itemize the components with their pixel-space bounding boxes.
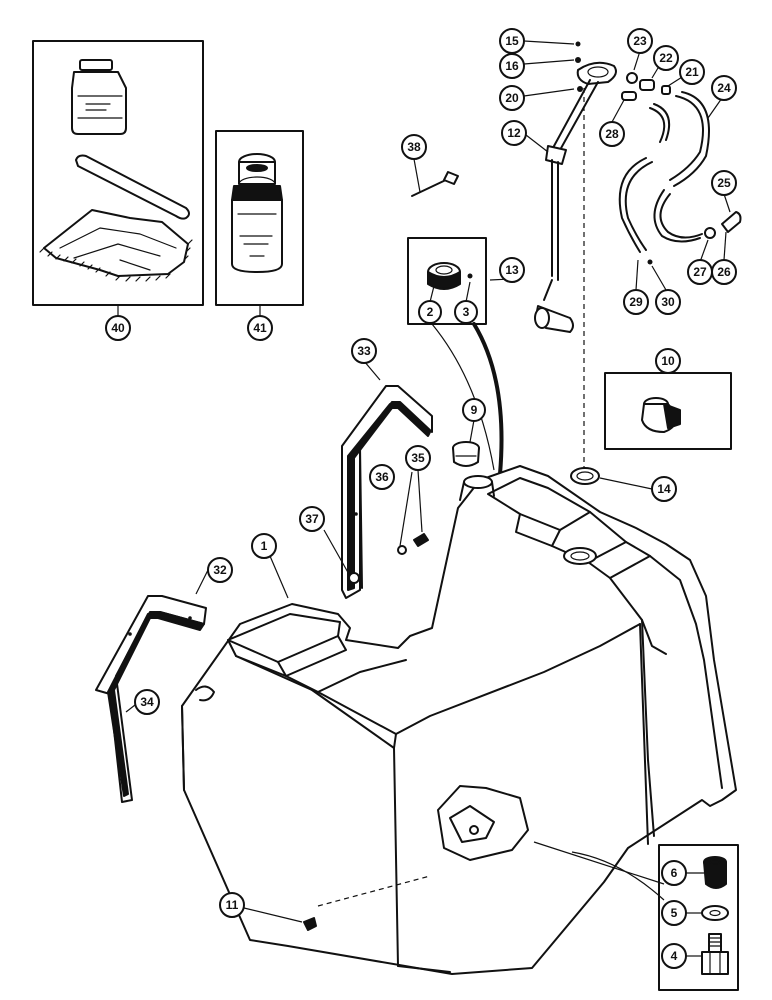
- svg-text:3: 3: [463, 305, 470, 319]
- callout-2: 2: [418, 300, 442, 324]
- svg-text:33: 33: [357, 344, 371, 358]
- cloth-drawing: [39, 209, 193, 282]
- callout-25: 25: [711, 170, 737, 196]
- svg-text:10: 10: [661, 354, 675, 368]
- sender-gasket-ring: [570, 467, 600, 485]
- callout-12: 12: [501, 120, 527, 146]
- svg-text:12: 12: [507, 126, 521, 140]
- svg-text:24: 24: [717, 81, 731, 95]
- svg-text:26: 26: [717, 265, 731, 279]
- svg-text:41: 41: [253, 321, 267, 335]
- drain-plug-6-drawing: [703, 856, 727, 889]
- svg-text:15: 15: [505, 34, 519, 48]
- callout-36: 36: [369, 464, 395, 490]
- callout-20: 20: [499, 85, 525, 111]
- jar-drawing: [231, 153, 283, 273]
- clip-11-drawing: [303, 917, 317, 931]
- fitting-drawing: [641, 397, 681, 433]
- svg-text:23: 23: [633, 34, 647, 48]
- svg-text:38: 38: [407, 140, 421, 154]
- callout-38: 38: [401, 134, 427, 160]
- callout-23: 23: [627, 28, 653, 54]
- callout-6: 6: [661, 860, 687, 886]
- svg-text:28: 28: [605, 127, 619, 141]
- fuel-sender-assembly: [534, 61, 617, 468]
- svg-text:20: 20: [505, 91, 519, 105]
- callout-34: 34: [134, 689, 160, 715]
- washer-5-drawing: [701, 905, 729, 921]
- bolt-38-drawing: [411, 171, 459, 197]
- callout-10: 10: [655, 348, 681, 374]
- callout-leaders: [117, 40, 731, 957]
- callout-27: 27: [687, 259, 713, 285]
- fitting-inset-box: [604, 372, 732, 450]
- callout-30: 30: [655, 289, 681, 315]
- svg-text:27: 27: [693, 265, 707, 279]
- callout-13: 13: [499, 257, 525, 283]
- svg-text:29: 29: [629, 295, 643, 309]
- drain-plug-inset-box: [658, 844, 739, 991]
- fuel-tank-body: [181, 465, 737, 975]
- drain-leaders: [533, 841, 665, 901]
- svg-text:9: 9: [471, 403, 478, 417]
- svg-text:22: 22: [659, 51, 673, 65]
- callout-15: 15: [499, 28, 525, 54]
- filler-leader-arcs: [431, 322, 504, 476]
- svg-text:34: 34: [140, 695, 154, 709]
- callout-41: 41: [247, 315, 273, 341]
- svg-text:11: 11: [226, 898, 239, 912]
- svg-text:16: 16: [505, 59, 519, 73]
- bracket-32-drawing: [95, 595, 207, 803]
- svg-text:13: 13: [505, 263, 519, 277]
- svg-text:4: 4: [671, 949, 678, 963]
- callout-1: 1: [251, 533, 277, 559]
- callout-28: 28: [599, 121, 625, 147]
- svg-text:21: 21: [685, 65, 699, 79]
- strip-drawing: [75, 154, 190, 220]
- svg-text:2: 2: [427, 305, 434, 319]
- svg-text:5: 5: [671, 906, 678, 920]
- fuel-lines: [618, 91, 742, 265]
- sender-small-parts: [575, 41, 671, 101]
- svg-text:25: 25: [717, 176, 731, 190]
- gasket-drawing: [427, 262, 473, 290]
- callout-26: 26: [711, 259, 737, 285]
- callout-35: 35: [405, 445, 431, 471]
- callout-5: 5: [661, 900, 687, 926]
- callout-33: 33: [351, 338, 377, 364]
- cap-gasket-inset-box: [407, 237, 487, 325]
- svg-text:1: 1: [261, 539, 268, 553]
- filler-cap-drawing: [452, 441, 480, 467]
- svg-text:40: 40: [111, 321, 125, 335]
- svg-text:14: 14: [657, 482, 671, 496]
- callout-22: 22: [653, 45, 679, 71]
- callout-4: 4: [661, 943, 687, 969]
- callout-21: 21: [679, 59, 705, 85]
- svg-text:37: 37: [305, 512, 319, 526]
- kit-inset-box: [32, 40, 204, 306]
- callout-40: 40: [105, 315, 131, 341]
- bracket-hardware: [348, 533, 429, 584]
- bracket-33-drawing: [341, 385, 433, 599]
- svg-text:32: 32: [213, 563, 227, 577]
- callout-37: 37: [299, 506, 325, 532]
- bottle-drawing: [71, 59, 127, 135]
- adapter-4-drawing: [701, 933, 729, 975]
- svg-text:36: 36: [375, 470, 389, 484]
- jar-inset-box: [215, 130, 304, 306]
- callout-24: 24: [711, 75, 737, 101]
- svg-text:35: 35: [411, 451, 425, 465]
- callout-29: 29: [623, 289, 649, 315]
- svg-text:6: 6: [671, 866, 678, 880]
- callout-16: 16: [499, 53, 525, 79]
- callout-11: 11: [219, 892, 245, 918]
- callout-9: 9: [462, 398, 486, 422]
- callout-32: 32: [207, 557, 233, 583]
- callout-3: 3: [454, 300, 478, 324]
- svg-text:30: 30: [661, 295, 675, 309]
- callout-14: 14: [651, 476, 677, 502]
